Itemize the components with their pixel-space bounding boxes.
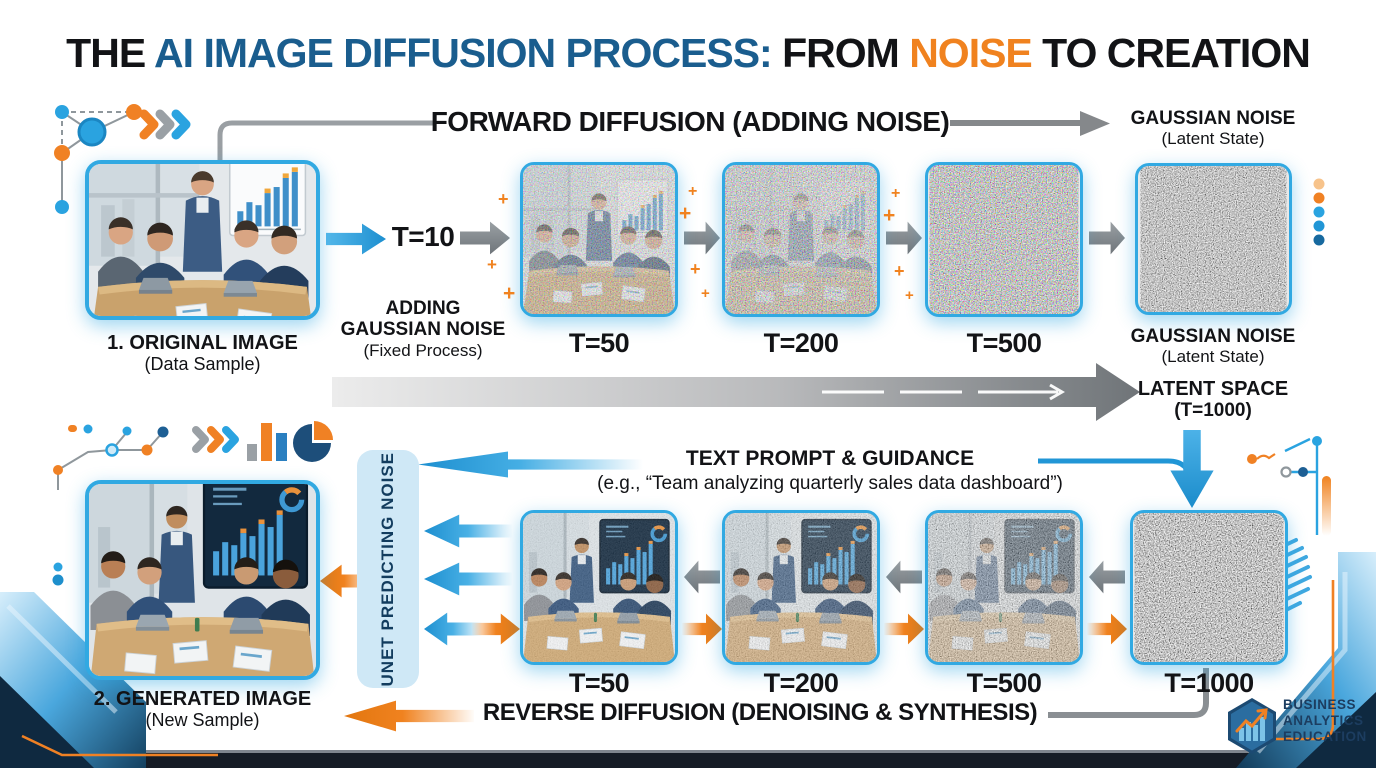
chevrons-icon	[139, 109, 191, 140]
adding-line3: (Fixed Process)	[363, 340, 483, 360]
plus-icon: +	[688, 183, 698, 200]
plus-icon: +	[701, 285, 710, 302]
arrow-left-blue-1	[424, 514, 512, 548]
reverse-diffusion-footer: REVERSE DIFFUSION (DENOISING & SYNTHESIS…	[482, 699, 1038, 726]
plus-icon: +	[487, 255, 497, 274]
arrow-right-gray-1	[460, 221, 510, 255]
original-image	[85, 160, 320, 320]
arrow-right-orange-3	[884, 613, 924, 645]
reverse-step-label-t200: T=200	[763, 668, 839, 698]
reverse-image-t1000	[1130, 510, 1288, 665]
arrow-down-blue	[1170, 430, 1214, 508]
plus-icon: +	[679, 202, 692, 225]
plus-icon: +	[883, 204, 896, 227]
arrow-left-gray-3	[1089, 560, 1125, 594]
brand-line1: BUSINESS	[1283, 697, 1357, 712]
prompt-title: TEXT PROMPT & GUIDANCE	[685, 447, 975, 470]
chevrons-icon	[192, 426, 239, 453]
gaussian-top-title: GAUSSIAN NOISE	[1130, 108, 1296, 129]
forward-image-gaussian	[1135, 163, 1292, 315]
brand-line3: EDUCATION	[1283, 729, 1367, 744]
plus-icon: +	[498, 189, 509, 209]
plus-icon: +	[891, 185, 901, 202]
title-part-noise: NOISE	[909, 30, 1033, 76]
reverse-step-label-t1000: T=1000	[1164, 668, 1254, 698]
arrow-right-gray-2	[684, 221, 720, 255]
forward-step-label-t200: T=200	[763, 328, 839, 358]
arrow-left-gray-1	[684, 560, 720, 594]
gaussian-noise-top-label: GAUSSIAN NOISE (Latent State)	[1125, 108, 1301, 148]
generated-sub: (New Sample)	[145, 710, 260, 731]
gaussian-bottom-title: GAUSSIAN NOISE	[1130, 326, 1296, 347]
forward-header-rest: (ADDING NOISE)	[725, 106, 950, 137]
forward-step-label-t50: T=50	[568, 328, 630, 358]
forward-image-t200	[722, 162, 880, 317]
adding-line1: ADDING	[385, 298, 461, 319]
original-title: 1. ORIGINAL IMAGE	[107, 332, 298, 354]
arrow-left-orange-footer	[344, 700, 474, 732]
title-part-highlight: AI IMAGE DIFFUSION PROCESS:	[154, 30, 773, 76]
brand-line2: ANALYTICS	[1283, 713, 1364, 728]
title-part: TO CREATION	[1031, 30, 1311, 76]
generated-image	[85, 480, 320, 680]
generated-image-caption: 2. GENERATED IMAGE (New Sample)	[60, 688, 345, 731]
unet-label: UNET PREDICTING NOISE	[378, 451, 397, 687]
arrow-right-orange-2	[682, 613, 722, 645]
arrow-left-blue-2	[424, 562, 512, 596]
latent-space-arrow	[332, 363, 1140, 421]
plus-icon: +	[690, 259, 701, 279]
generated-title: 2. GENERATED IMAGE	[93, 688, 312, 710]
arrow-right-gray-4	[1089, 221, 1125, 255]
reverse-image-t500	[925, 510, 1083, 665]
plus-icon: +	[503, 282, 516, 305]
latent-title: LATENT SPACE	[1137, 378, 1289, 400]
latent-space-label: LATENT SPACE (T=1000)	[1125, 378, 1301, 422]
arrow-right-orange-4	[1087, 613, 1127, 645]
gaussian-bottom-sub: (Latent State)	[1161, 347, 1265, 367]
reverse-image-t200	[722, 510, 880, 665]
title-part: THE	[66, 30, 155, 76]
page-title: THE AI IMAGE DIFFUSION PROCESS: FROM NOI…	[0, 30, 1376, 77]
prompt-example: (e.g., “Team analyzing quarterly sales d…	[597, 473, 1063, 494]
original-image-caption: 1. ORIGINAL IMAGE (Data Sample)	[60, 332, 345, 375]
unet-box: UNET PREDICTING NOISE	[357, 450, 419, 688]
arrow-right-orange-1	[472, 613, 520, 645]
forward-step-label-t500: T=500	[966, 328, 1042, 358]
arrow-left-gray-2	[886, 560, 922, 594]
dots-column-icon	[1313, 178, 1325, 246]
bottom-strip	[0, 750, 1376, 768]
gaussian-noise-bottom-label: GAUSSIAN NOISE (Latent State)	[1125, 326, 1301, 366]
plus-icon: +	[905, 287, 914, 304]
plus-icon: +	[894, 261, 905, 281]
brand-logo: BUSINESS ANALYTICS EDUCATION	[1283, 697, 1367, 745]
forward-header-bold: FORWARD DIFFUSION	[430, 106, 726, 137]
arrow-right-blue-t10	[326, 223, 386, 255]
reverse-image-t50	[520, 510, 678, 665]
latent-sub: (T=1000)	[1174, 400, 1252, 422]
adding-line2: GAUSSIAN NOISE	[340, 319, 506, 341]
forward-diffusion-header: FORWARD DIFFUSION (ADDING NOISE)	[390, 106, 990, 137]
gaussian-top-sub: (Latent State)	[1161, 129, 1265, 149]
logo-hexagon-icon	[1228, 698, 1276, 754]
bar-chart-icon	[247, 423, 287, 461]
reverse-step-label-t50: T=50	[568, 668, 630, 698]
forward-image-t50	[520, 162, 678, 317]
pie-chart-icon	[293, 421, 333, 462]
original-sub: (Data Sample)	[144, 354, 261, 375]
t10-label: T=10	[391, 221, 455, 252]
reverse-step-label-t500: T=500	[966, 668, 1042, 698]
forward-image-t500	[925, 162, 1083, 317]
title-part: FROM	[771, 30, 910, 76]
adding-noise-label: ADDING GAUSSIAN NOISE (Fixed Process)	[330, 298, 516, 360]
